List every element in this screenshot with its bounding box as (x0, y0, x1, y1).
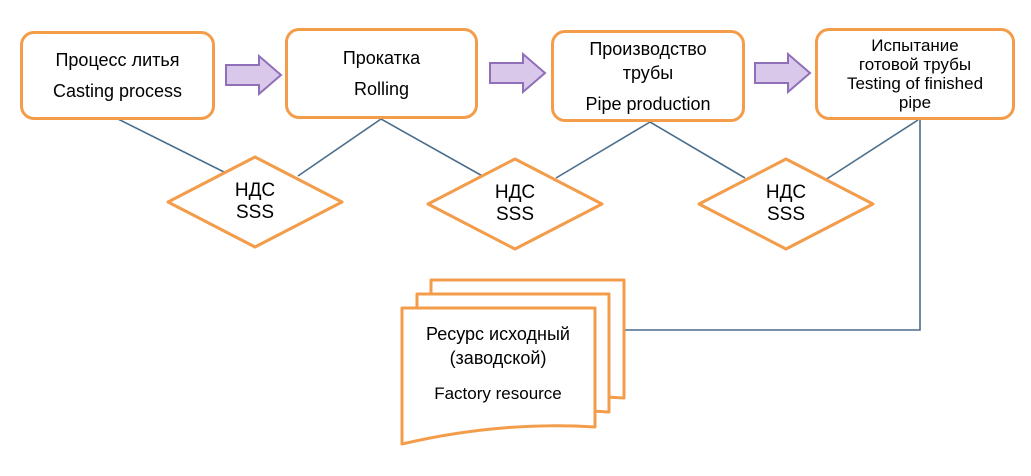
assessment-diamond-1 (166, 155, 344, 249)
assessment-2-ru: НДС (494, 182, 536, 203)
assessment-3-ru: НДС (765, 182, 807, 203)
assessment-2-en: SSS (495, 204, 535, 225)
process-rolling-label-en: Rolling (353, 79, 410, 99)
assessment-label-1: НДС SSS (215, 180, 295, 224)
process-testing-label-ru-1: Испытание (871, 36, 959, 55)
resource-label: Ресурс исходный (заводской) Factory reso… (400, 322, 596, 406)
process-casting-label-ru: Процесс литья (55, 50, 180, 70)
connector-sss-2-to-pipe (555, 121, 651, 179)
connector-pipe-to-sss-3 (649, 121, 746, 179)
resource-label-ru-2: (заводской) (449, 348, 547, 368)
flow-arrow-2 (489, 51, 547, 95)
connector-lines (117, 118, 921, 331)
process-rolling: Прокатка Rolling (285, 28, 478, 119)
assessment-diamond-2 (426, 157, 604, 251)
flow-arrows (225, 51, 812, 97)
process-testing-label-en-2: pipe (898, 93, 932, 112)
process-pipe-production: Производство трубы Pipe production (551, 30, 745, 122)
assessment-diamonds (166, 155, 875, 251)
process-testing: Испытание готовой трубы Testing of finis… (815, 28, 1015, 120)
process-rolling-label-ru: Прокатка (342, 48, 421, 68)
resource-label-en: Factory resource (434, 384, 562, 403)
process-testing-label-en-1: Testing of finished (846, 74, 984, 93)
resource-document-stack (400, 278, 626, 446)
assessment-3-en: SSS (766, 204, 806, 225)
connector-casting-to-sss-1 (117, 118, 233, 177)
process-testing-label-ru-2: готовой трубы (858, 55, 972, 74)
assessment-1-ru: НДС (234, 180, 276, 201)
assessment-diamond-3 (697, 157, 875, 251)
process-pipe-label-en: Pipe production (585, 93, 711, 114)
assessment-label-2: НДС SSS (475, 182, 555, 226)
assessment-1-en: SSS (235, 202, 275, 223)
process-pipe-label-ru-2: трубы (622, 62, 674, 83)
resource-label-ru-1: Ресурс исходный (426, 324, 570, 344)
connector-sss-3-to-testing (821, 119, 919, 183)
assessment-label-3: НДС SSS (746, 182, 826, 226)
document-sheet-front (400, 306, 597, 446)
process-pipe-label-ru-1: Производство (589, 38, 707, 59)
connector-rolling-to-sss-2 (380, 118, 487, 179)
process-casting: Процесс литья Casting process (20, 31, 215, 120)
flow-arrow-1 (225, 53, 283, 97)
process-casting-label-en: Casting process (52, 81, 183, 101)
connector-sss-1-to-rolling (297, 118, 382, 177)
flow-arrow-3 (754, 51, 812, 95)
connector-testing-to-resource (625, 120, 921, 331)
